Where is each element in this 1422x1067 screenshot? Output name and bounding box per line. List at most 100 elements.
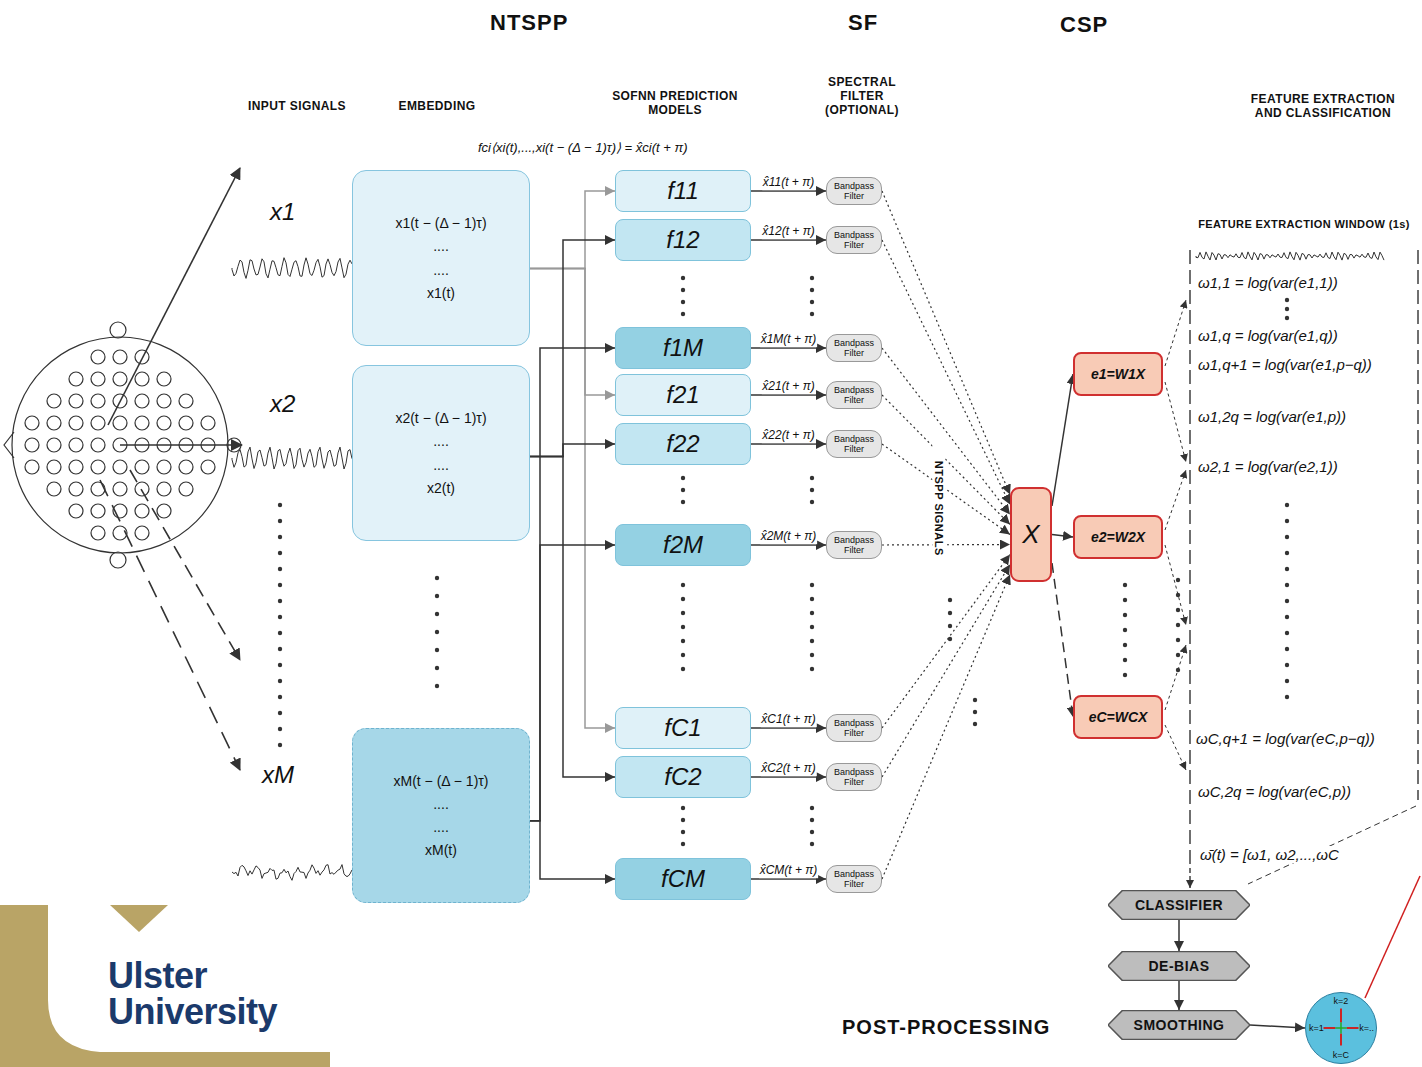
electrode [157,372,171,386]
connector [882,444,1010,535]
heading-label: SPECTRAL FILTER (OPTIONAL) [812,76,912,117]
ellipsis-dot [435,666,439,670]
node-text: k=1 [1309,1023,1324,1033]
ellipsis-dot [810,597,814,601]
feature-formula: ω1,2q = log(var(e1,p)) [1198,408,1346,425]
connector [1052,374,1073,506]
feature-formula: ω1,q+1 = log(var(e1,p−q)) [1198,356,1372,373]
connector [530,821,615,879]
electrode [113,416,127,430]
zoom-line [1365,876,1420,998]
edge-label: x̂12(t + π) [761,225,815,239]
prediction-model: fC1 [615,707,751,749]
ellipsis-dot [681,276,685,280]
cross [1340,1022,1341,1034]
ellipsis-dot [278,743,282,747]
connector [751,190,826,192]
connector [751,727,826,729]
ellipsis-dot [681,818,685,822]
node-text: f22 [666,430,699,458]
input-arrows [100,168,242,770]
heading-label: FEATURE EXTRACTION AND CLASSIFICATION [1248,93,1398,121]
ellipsis-dot [1176,608,1180,612]
heading-label: INPUT SIGNALS [232,100,362,114]
ellipsis-dot [278,583,282,587]
ellipsis-dot [1285,316,1289,320]
ellipsis-dot [681,653,685,657]
edge-label: x̂21(t + π) [761,380,815,394]
electrode [91,394,105,408]
ellipsis-dot [278,663,282,667]
ellipsis-dot [1285,647,1289,651]
electrode [91,438,105,452]
direction-arrow [1340,1034,1342,1046]
node-text: k=.. [1359,1023,1374,1033]
ellipsis-dot [681,611,685,615]
ellipsis-dot [810,583,814,587]
bandpass-filter: Bandpass Filter [826,531,882,559]
bandpass-filter: Bandpass Filter [826,226,882,254]
electrode [135,482,149,496]
csp-filter: e2=W2X [1073,515,1163,559]
electrode [157,504,171,518]
connector [882,348,1010,515]
connector [1052,563,1073,717]
feature-formula: FEATURE EXTRACTION WINDOW (1s) [1193,218,1415,231]
connector [530,269,615,395]
ellipsis-dot [1285,535,1289,539]
ellipsis-dot [973,698,977,702]
ellipsis-dot [948,637,952,641]
electrode [113,460,127,474]
ellipsis-dot [1176,638,1180,642]
window-arrow [1189,868,1190,888]
feature-formula: ω1,1 = log(var(e1,1)) [1198,274,1338,291]
node-text: SMOOTHING [1134,1017,1225,1033]
ellipsis-dot [810,842,814,846]
embedding-box: xM(t − (Δ − 1)τ)........xM(t) [352,728,530,903]
electrode [91,460,105,474]
electrode [135,416,149,430]
electrode [157,394,171,408]
ellipsis-dot [435,648,439,652]
node-text: CLASSIFIER [1135,897,1223,913]
feature-arrow [1165,470,1186,530]
electrode [91,482,105,496]
electrode [69,372,83,386]
electrode [157,416,171,430]
eeg-trace [232,447,352,469]
ellipsis-dot [1285,551,1289,555]
ellipsis-dot [948,611,952,615]
prediction-model: fC2 [615,756,751,798]
electrode [47,482,61,496]
node-text: xM(t) [425,842,457,858]
signal-arrow [108,168,240,425]
connector [530,545,615,821]
embedding-box: x2(t − (Δ − 1)τ)........x2(t) [352,365,530,541]
feature-formula: ωC,q+1 = log(var(eC,p−q)) [1196,730,1375,747]
node-text: eC=WCX [1089,709,1148,725]
node-text: fCM [661,865,705,893]
node-text: fC2 [664,763,701,791]
feature-formula: ω2,1 = log(var(e2,1)) [1198,458,1338,475]
electrode [69,504,83,518]
node-text: X [1022,520,1039,550]
feature-arrows [1165,300,1186,770]
signal-arrow [100,480,240,770]
eeg-trace [1196,252,1384,260]
connector [530,269,615,728]
node-text: .... [433,457,449,473]
node-text: f1M [663,334,703,362]
connector [530,191,615,269]
electrode [201,460,215,474]
ellipsis-dot [278,695,282,699]
node-text: .... [433,238,449,254]
ellipsis-dot [435,612,439,616]
ellipsis-dot [810,667,814,671]
edge-label: x̂1M(t + π) [760,333,818,347]
ellipsis-dot [1176,623,1180,627]
ellipsis-dot [810,276,814,280]
ellipsis-dot [810,639,814,643]
electrode [179,482,193,496]
window-border [1417,250,1418,800]
ear [110,552,126,568]
